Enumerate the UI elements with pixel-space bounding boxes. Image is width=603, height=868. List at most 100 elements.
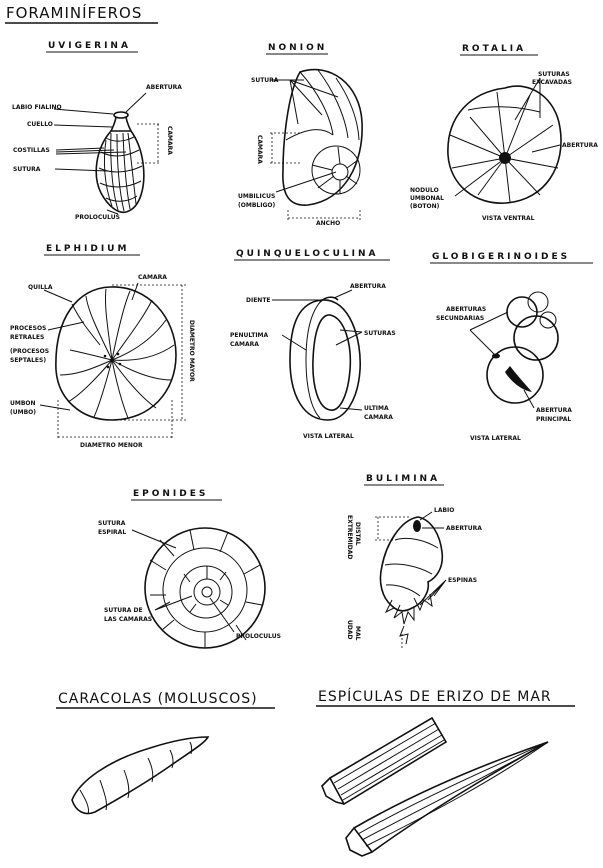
uvigerina-label-abertura: ABERTURA <box>146 84 182 91</box>
bulimina-distal-bracket <box>375 516 410 541</box>
uvigerina-neck <box>110 116 132 132</box>
quinqueloculina-label-diente: DIENTE <box>246 297 271 304</box>
globigerinoides-secondary-aperture <box>492 353 500 359</box>
rotalia-figure: ROTALIA SUTURAS EXCAVADAS ABERTURA NODUL… <box>410 44 598 222</box>
bulimina-labio-leader <box>419 511 433 521</box>
rotalia-test <box>447 85 562 204</box>
quinqueloculina-label-suturas: SUTURAS <box>364 330 396 337</box>
uvigerina-title: UVIGERINA <box>48 41 131 51</box>
espiculas-figure: ESPÍCULAS DE ERIZO DE MAR <box>316 688 575 857</box>
sea-urchin-spine-1-ridges <box>333 722 445 801</box>
globigerinoides-principal-leader <box>523 389 535 409</box>
elphidium-diameter-menor-bracket <box>57 400 173 440</box>
sea-urchin-spine-2-ridges <box>357 741 549 847</box>
uvigerina-label-camara: CAMARA <box>166 126 173 155</box>
elphidium-umbon-leader <box>39 404 71 411</box>
nonion-umbilicus-leader <box>275 171 337 193</box>
nonion-label-ancho: ANCHO <box>316 220 340 227</box>
uvigerina-label-cuello: CUELLO <box>27 121 53 128</box>
elphidium-label-camara: CAMARA <box>138 274 167 281</box>
uvigerina-lip <box>113 111 129 119</box>
elphidium-label-diametro-menor: DIAMETRO MENOR <box>80 442 143 449</box>
quinqueloculina-abertura-leader <box>333 289 353 299</box>
elphidium-figure: ELPHIDIUM <box>10 244 195 449</box>
globigerinoides-primary-aperture <box>505 366 532 392</box>
eponides-label-sutura-de: SUTURA DE <box>104 607 143 614</box>
globigerinoides-chamber-4 <box>527 291 549 313</box>
uvigerina-figure: UVIGERINA ABERTURA LABIO FIALINO <box>12 41 182 221</box>
eponides-proloculus-leader <box>209 597 235 633</box>
sea-urchin-spine-1-base <box>321 777 345 805</box>
sea-urchin-spine-1 <box>328 716 448 806</box>
elphidium-title: ELPHIDIUM <box>46 244 129 254</box>
nonion-ancho-bracket <box>287 210 361 220</box>
rotalia-label-excavadas: EXCAVADAS <box>532 79 572 86</box>
elphidium-label-umbon: UMBON <box>10 400 36 407</box>
rotalia-label-umbonal: UMBONAL <box>410 195 444 202</box>
eponides-label-las-camaras: LAS CAMARAS <box>104 616 152 623</box>
quinqueloculina-ultima-leader <box>339 407 363 411</box>
page-title: FORAMINÍFEROS <box>6 3 142 22</box>
quinqueloculina-aperture <box>319 296 339 303</box>
nonion-umbilical-whorl <box>311 145 361 195</box>
sea-urchin-spine-2-base <box>345 827 373 857</box>
elphidium-label-procesos: PROCESOS <box>10 325 46 332</box>
nonion-sutura-leaders <box>270 79 339 125</box>
globigerinoides-label-abertura: ABERTURA <box>536 407 572 414</box>
globigerinoides-label-principal: PRINCIPAL <box>536 416 571 423</box>
nonion-label-camara: CAMARA <box>256 135 263 164</box>
bulimina-espinas-leaders <box>419 579 447 606</box>
rotalia-excavated-sutures <box>449 91 559 203</box>
eponides-title: EPONIDES <box>133 489 208 499</box>
quinqueloculina-suture-left <box>305 299 323 419</box>
globigerinoides-chamber-2 <box>513 315 559 361</box>
rotalia-title: ROTALIA <box>462 44 526 54</box>
uvigerina-label-costillas: COSTILLAS <box>13 147 50 154</box>
eponides-whorl-2 <box>162 547 248 633</box>
rotalia-label-nodulo: NODULO <box>410 187 439 194</box>
bulimina-label-udad: UDAD <box>346 620 353 639</box>
bulimina-label-abertura: ABERTURA <box>446 525 482 532</box>
elphidium-quilla-leader <box>43 289 73 303</box>
eponides-chamber-sutures <box>149 529 263 648</box>
quinqueloculina-label-ultima: ULTIMA <box>364 405 389 412</box>
quinqueloculina-label-penultima: PENULTIMA <box>230 332 269 339</box>
rotalia-suturas-leaders <box>514 77 541 121</box>
elphidium-label-diametro-mayor: DIAMETRO MAYOR <box>188 320 195 382</box>
elphidium-keel-inner <box>71 303 101 346</box>
globigerinoides-secundarias-leaders <box>469 311 509 355</box>
caracolas-title: CARACOLAS (MOLUSCOS) <box>58 691 258 707</box>
bulimina-label-mal: MAL <box>354 626 361 641</box>
elphidium-camara-leader <box>131 282 139 301</box>
uvigerina-camara-bracket <box>137 123 160 164</box>
quinqueloculina-figure: QUINQUELOCULINA ABERTURA DIENTE SUTURAS … <box>230 249 396 440</box>
quinqueloculina-inner-chamber <box>312 314 352 411</box>
eponides-inner-sutures <box>183 566 229 613</box>
nonion-sutures <box>285 69 360 141</box>
nonion-camara-bracket <box>270 132 300 164</box>
quinqueloculina-title: QUINQUELOCULINA <box>236 249 379 259</box>
globigerinoides-title: GLOBIGERINOIDES <box>432 252 570 262</box>
quinqueloculina-label-ultima-camara: CAMARA <box>364 414 393 421</box>
uvigerina-label-proloculus: PROLOCULUS <box>75 214 120 221</box>
snail-shell <box>71 736 210 815</box>
quinqueloculina-label-abertura: ABERTURA <box>350 283 386 290</box>
elphidium-sutures <box>59 288 175 419</box>
nonion-label-umbilicus: UMBILICUS <box>238 193 275 200</box>
rotalia-label-vista-ventral: VISTA VENTRAL <box>482 215 535 222</box>
eponides-label-sutura: SUTURA <box>98 520 126 527</box>
globigerinoides-label-aberturas: ABERTURAS <box>446 306 486 313</box>
globigerinoides-figure: GLOBIGERINOIDES ABERTURAS SECUNDARIAS AB… <box>430 252 593 442</box>
globigerinoides-final-chamber <box>486 346 544 404</box>
rotalia-chamber-ridge <box>467 106 541 113</box>
rotalia-abertura-leader <box>531 144 561 153</box>
bulimina-label-labio: LABIO <box>434 507 454 514</box>
quinqueloculina-label-vista-lateral: VISTA LATERAL <box>303 433 354 440</box>
eponides-figure: EPONIDES SUTURA ESPIRAL SUTURA DE LAS CA… <box>98 489 281 649</box>
quinqueloculina-label-penultima-camara: CAMARA <box>230 341 259 348</box>
bulimina-chamber-sutures <box>384 537 439 597</box>
eponides-espiral-leader <box>131 529 177 549</box>
uvigerina-label-labio: LABIO FIALINO <box>12 104 62 111</box>
espiculas-title: ESPÍCULAS DE ERIZO DE MAR <box>318 688 552 705</box>
